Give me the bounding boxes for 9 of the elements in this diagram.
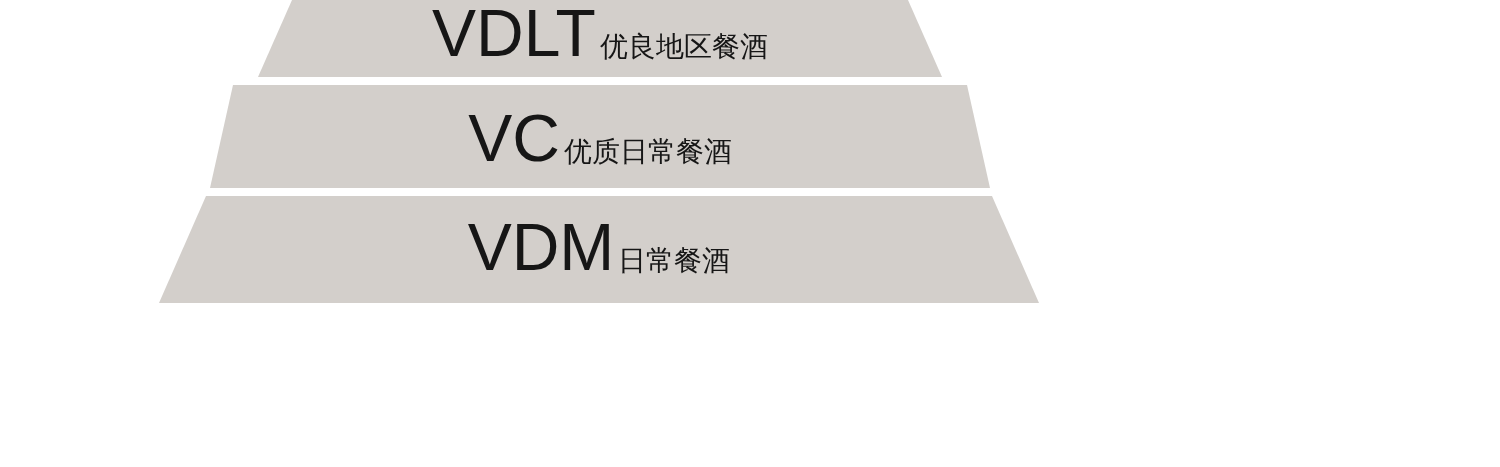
tier-code: VC <box>468 105 560 171</box>
tier-description: 优质日常餐酒 <box>563 138 732 166</box>
pyramid-tier <box>258 0 942 77</box>
pyramid-tier <box>159 196 1039 303</box>
tier-code: VDM <box>467 214 615 280</box>
tier-description: 日常餐酒 <box>618 247 731 275</box>
tier-description: 优良地区餐酒 <box>599 33 768 61</box>
pyramid-tier <box>210 85 990 188</box>
tier-code: VDLT <box>432 0 596 66</box>
